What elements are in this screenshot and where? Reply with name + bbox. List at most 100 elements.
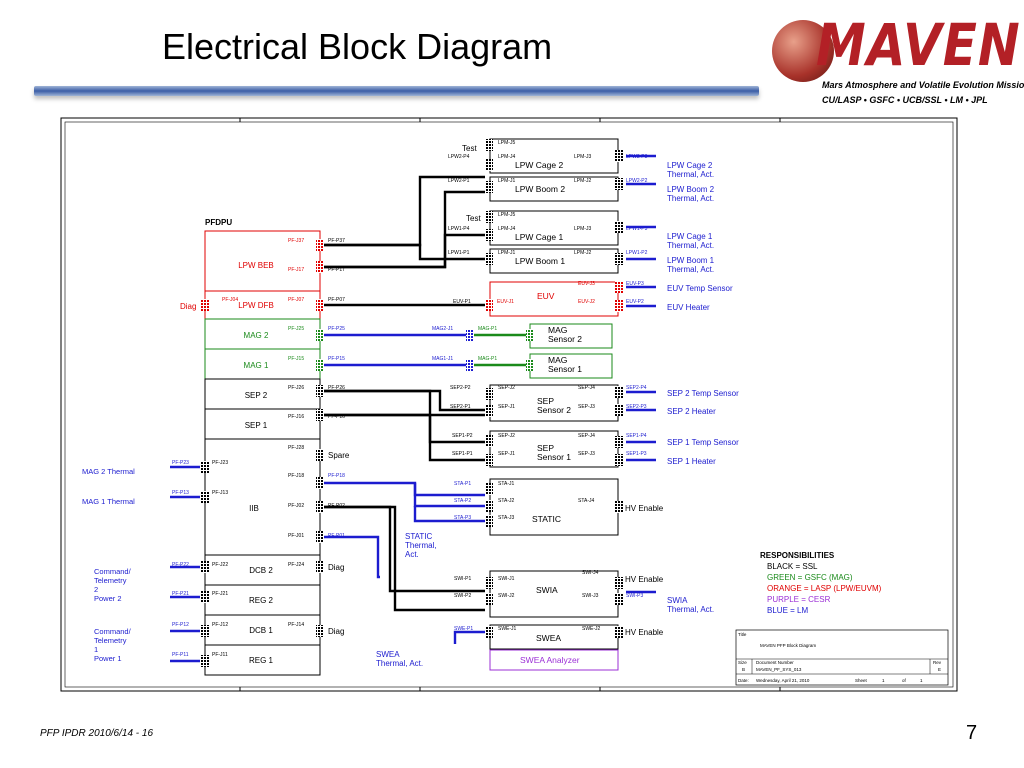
port-sep1-p2: SEP1-P2 [452, 433, 473, 439]
pfdpu-box [204, 230, 321, 676]
port-lpm-j3-b: LPM-J3 [574, 226, 591, 232]
port-pf-p12: PF-P12 [172, 622, 189, 628]
ext-hv-enable-static: HV Enable [625, 504, 664, 513]
port-euv-j2: EUV-J2 [578, 299, 595, 305]
ext-sep2-heater: SEP 2 Heater [667, 407, 716, 416]
port-sta-j4: STA-J4 [578, 498, 595, 504]
port-pf-p26: PF-P26 [328, 385, 345, 391]
port-sep-j2-a: SEP-J2 [498, 385, 515, 391]
port-sep-j1-a: SEP-J1 [498, 404, 515, 410]
port-pf-j25: PF-J25 [288, 326, 304, 332]
logo-subtitle: Mars Atmosphere and Volatile Evolution M… [822, 80, 1024, 90]
pfdpu-label: PFDPU [205, 218, 232, 227]
ext-swea-thermal-l1: SWEA [376, 650, 400, 659]
port-lpm-j1-a: LPM-J1 [498, 178, 515, 184]
ext-lpw-boom2-l1: LPW Boom 2 [667, 185, 715, 194]
inst-sep-sensor2-l2: Sensor 2 [537, 405, 571, 415]
port-sep-j4-b: SEP-J4 [578, 433, 595, 439]
inst-mag-sensor2-l2: Sensor 2 [548, 334, 582, 344]
board-lpw-beb: LPW BEB [238, 261, 274, 270]
port-sep1-p4: SEP1-P4 [626, 433, 647, 439]
port-swi-p3: SWI-P3 [626, 593, 643, 599]
wires-ssl [320, 175, 485, 612]
power-2-label: Power 2 [94, 594, 122, 603]
inst-static: STATIC [532, 514, 561, 524]
port-lpw1-p1: LPW1-P1 [448, 250, 470, 256]
port-swe-p1: SWE-P1 [454, 626, 473, 632]
ext-sep1-heater: SEP 1 Heater [667, 457, 716, 466]
port-sep2-p3: SEP2-P3 [626, 404, 647, 410]
port-pf-j18: PF-J18 [288, 473, 304, 479]
port-pf-p02: PF-P02 [328, 503, 345, 509]
board-lpw-dfb: LPW DFB [238, 301, 274, 310]
maven-logo: MAVEN Mars Atmosphere and Volatile Evolu… [772, 8, 1024, 108]
port-swi-p2: SWI-P2 [454, 593, 471, 599]
board-reg1: REG 1 [249, 656, 274, 665]
cmd-tlm-1-line3: 1 [94, 645, 98, 654]
port-pf-j13: PF-J13 [212, 490, 228, 496]
ext-swia-thermal-l2: Thermal, Act. [667, 605, 714, 614]
tb-size-label: Size [738, 660, 747, 665]
logo-wordmark: MAVEN [816, 12, 1021, 79]
diag-label-dcb2: Diag [328, 563, 344, 572]
inst-euv: EUV [537, 291, 555, 301]
port-pf-p23: PF-P23 [172, 460, 189, 466]
ext-static-thermal-l3: Act. [405, 550, 419, 559]
inst-sep-sensor1-l2: Sensor 1 [537, 452, 571, 462]
instrument-connectors [466, 139, 623, 638]
port-pf-j07: PF-J07 [288, 297, 304, 303]
port-pf-j37: PF-J37 [288, 238, 304, 244]
port-lpw2-p2: LPW2-P2 [626, 178, 648, 184]
board-dcb2: DCB 2 [249, 566, 273, 575]
port-lpm-j2-b: LPM-J2 [574, 250, 591, 256]
board-sep2: SEP 2 [245, 391, 268, 400]
port-pf-p11: PF-P11 [172, 652, 189, 658]
test-label-1: Test [462, 144, 477, 153]
inst-mag-sensor2-l1: MAG [548, 325, 567, 335]
port-pf-p07: PF-P07 [328, 297, 345, 303]
port-pf-j02: PF-J02 [288, 503, 304, 509]
responsibilities-legend: RESPONSIBILITIES BLACK = SSL GREEN = GSF… [760, 551, 882, 615]
legend-item-lm: BLUE = LM [767, 606, 808, 615]
board-dcb1: DCB 1 [249, 626, 273, 635]
port-euv-p2: EUV-P2 [626, 299, 644, 305]
port-pf-p13: PF-P13 [172, 490, 189, 496]
spare-label: Spare [328, 451, 350, 460]
port-sep-j1-b: SEP-J1 [498, 451, 515, 457]
port-pf-p25: PF-P25 [328, 326, 345, 332]
tb-title-label: Title [738, 632, 747, 637]
port-sep2-p1: SEP2-P1 [450, 404, 471, 410]
port-sta-j1: STA-J1 [498, 481, 515, 487]
board-reg2: REG 2 [249, 596, 274, 605]
ext-hv-enable-swia: HV Enable [625, 575, 664, 584]
port-swi-j4: SWI-J4 [582, 570, 599, 576]
port-pf-j14: PF-J14 [288, 622, 304, 628]
port-pf-p17: PF-P17 [328, 267, 345, 273]
inst-swea-analyzer: SWEA Analyzer [520, 655, 580, 665]
tb-date-label: Date: [738, 678, 749, 683]
tb-docnum-label: Document Number [756, 660, 794, 665]
port-swi-j1: SWI-J1 [498, 576, 515, 582]
ext-static-thermal-l2: Thermal, [405, 541, 437, 550]
port-pf-p15: PF-P15 [328, 356, 345, 362]
port-pf-j11: PF-J11 [212, 652, 228, 658]
title-underline [34, 86, 759, 96]
port-euv-j3: EUV-J3 [578, 281, 595, 287]
port-swe-j2: SWE-J2 [582, 626, 601, 632]
legend-item-gsfc: GREEN = GSFC (MAG) [767, 573, 853, 582]
cmd-tlm-1-line2: Telemetry [94, 636, 127, 645]
port-lpw1-p3: LPW1-P3 [626, 226, 648, 232]
ext-sep1-temp-sensor: SEP 1 Temp Sensor [667, 438, 739, 447]
port-swe-j1: SWE-J1 [498, 626, 517, 632]
ext-euv-heater: EUV Heater [667, 303, 710, 312]
board-mag2: MAG 2 [244, 331, 269, 340]
logo-partners: CU/LASP • GSFC • UCB/SSL • LM • JPL [822, 95, 988, 105]
block-diagram: PFDPU LPW BEB LPW DFB MAG 2 MAG 1 SEP 2 … [60, 117, 958, 692]
port-lpm-j5-a: LPM-J5 [498, 140, 515, 146]
inst-lpw-boom1: LPW Boom 1 [515, 256, 565, 266]
ext-lpw-cage2-l2: Thermal, Act. [667, 170, 714, 179]
board-sep1: SEP 1 [245, 421, 268, 430]
port-lpm-j3-a: LPM-J3 [574, 154, 591, 160]
diag-label-left: Diag [180, 302, 196, 311]
port-euv-j1: EUV-J1 [497, 299, 514, 305]
